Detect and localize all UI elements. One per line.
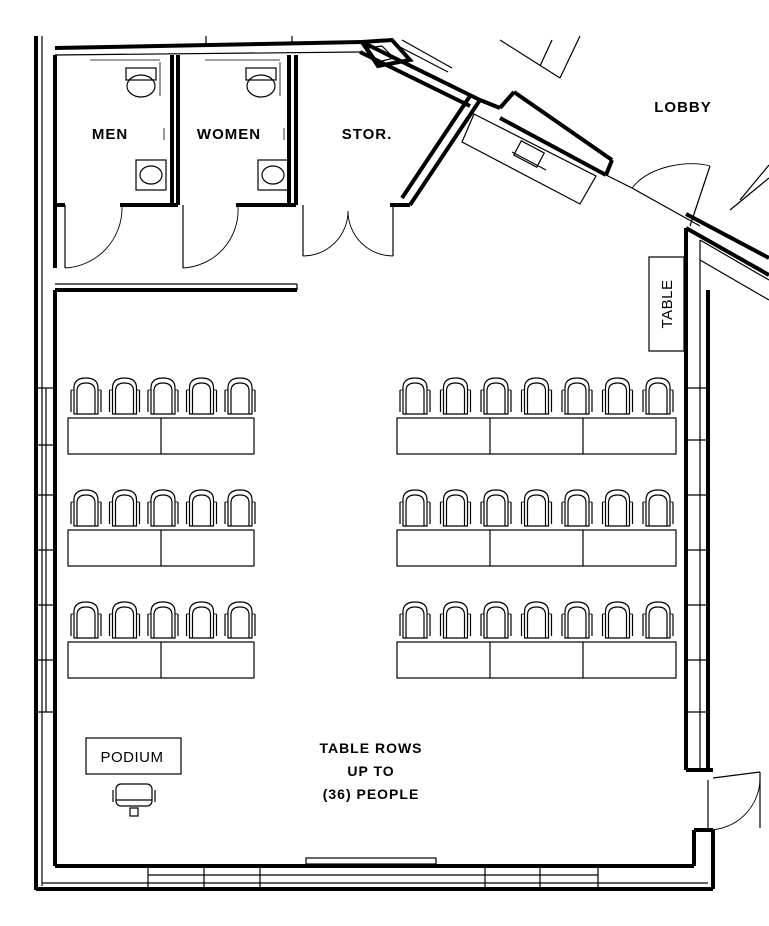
exit-door (707, 771, 761, 831)
chair-right-2-3 (480, 489, 512, 527)
table-row-right-2 (396, 489, 677, 567)
chair-right-1-6 (601, 377, 634, 415)
chair-right-3-7 (642, 601, 674, 639)
chair-left-2-4 (185, 489, 218, 527)
chair-right-3-1 (399, 601, 431, 639)
chair-left-2-2 (108, 489, 141, 527)
chair-left-3-2 (108, 601, 141, 639)
chair-left-1-4 (185, 377, 218, 415)
table-right-1 (396, 417, 677, 455)
chair-right-2-6 (601, 489, 634, 527)
chair-left-1-2 (108, 377, 141, 415)
table-row-right-1 (396, 377, 677, 455)
chair-left-3-4 (185, 601, 218, 639)
left-window-mullions (36, 387, 55, 713)
chair-right-1-5 (561, 377, 593, 415)
chair-left-1-5 (224, 377, 256, 415)
table-row-right-3 (396, 601, 677, 679)
chair-right-3-3 (480, 601, 512, 639)
chair-left-3-1 (70, 601, 102, 639)
chair-left-3-5 (224, 601, 256, 639)
side-table-label: TABLE (659, 280, 676, 329)
capacity-note-line1: TABLE ROWS (319, 740, 422, 756)
chair-right-2-2 (439, 489, 472, 527)
chair-right-2-5 (561, 489, 593, 527)
lobby-walls (205, 35, 769, 301)
chair-left-2-5 (224, 489, 256, 527)
table-right-2 (396, 529, 677, 567)
exterior-walls (34, 36, 715, 891)
chair-right-1-3 (480, 377, 512, 415)
bottom-window-mullions (147, 857, 599, 889)
podium: PODIUM (85, 737, 182, 817)
room-label-lobby: LOBBY (654, 99, 712, 116)
room-label-men: MEN (92, 126, 128, 143)
capacity-note-line3: (36) PEOPLE (323, 786, 420, 802)
side-table: TABLE (648, 256, 685, 352)
chair-right-2-4 (520, 489, 553, 527)
chair-right-1-7 (642, 377, 674, 415)
chair-right-3-5 (561, 601, 593, 639)
chair-right-3-6 (601, 601, 634, 639)
table-row-left-3 (67, 601, 256, 679)
chair-right-1-1 (399, 377, 431, 415)
chair-left-1-1 (70, 377, 102, 415)
capacity-note-line2: UP TO (347, 763, 394, 779)
table-right-3 (396, 641, 677, 679)
chair-left-1-3 (147, 377, 179, 415)
chair-right-1-4 (520, 377, 553, 415)
room-label-storage: STOR. (342, 126, 393, 143)
chair-right-2-7 (642, 489, 674, 527)
table-row-left-2 (67, 489, 256, 567)
podium-label: PODIUM (101, 749, 164, 766)
chair-right-1-2 (439, 377, 472, 415)
chair-right-3-2 (439, 601, 472, 639)
seating-area (67, 377, 677, 679)
chair-right-3-4 (520, 601, 553, 639)
chair-left-2-3 (147, 489, 179, 527)
podium-chair-icon (112, 783, 156, 817)
chair-right-2-1 (399, 489, 431, 527)
chair-left-2-1 (70, 489, 102, 527)
right-window-mullions (686, 387, 708, 713)
table-row-left-1 (67, 377, 256, 455)
capacity-note: TABLE ROWS UP TO (36) PEOPLE (319, 740, 422, 802)
restroom-block (55, 55, 482, 292)
chair-left-3-3 (147, 601, 179, 639)
room-label-women: WOMEN (197, 126, 261, 143)
